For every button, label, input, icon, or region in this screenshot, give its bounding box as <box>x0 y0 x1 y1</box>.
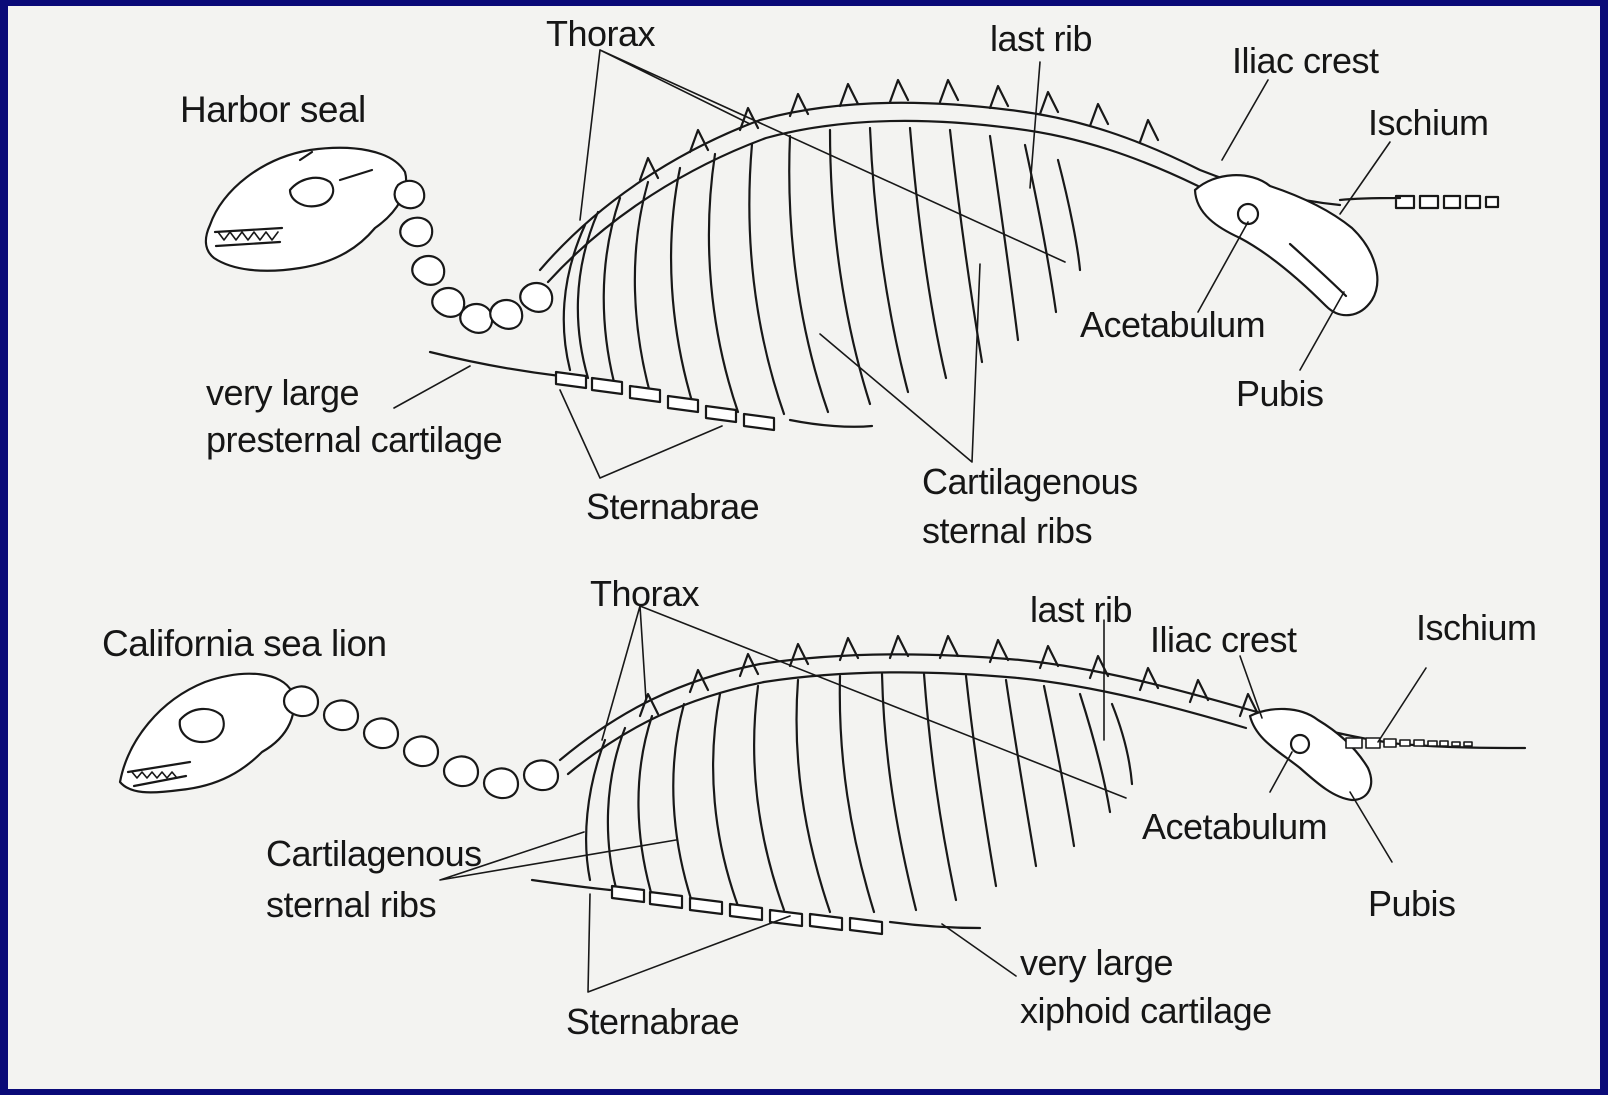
harbor-seal-ischium-label: Ischium <box>1368 103 1489 143</box>
sea-lion-sternabrae-label: Sternabrae <box>566 1002 739 1042</box>
sea-lion-xiphoid-cartilage <box>890 922 980 928</box>
harbor-seal-cart-ribs-label-line2: sternal ribs <box>922 511 1092 551</box>
sea-lion-sternum <box>532 880 882 934</box>
sea-lion-cart-ribs-label-line2: sternal ribs <box>266 885 436 925</box>
sea-lion-xiphoid-label-line1: very large <box>1020 943 1173 983</box>
sea-lion-thorax-label: Thorax <box>590 574 699 614</box>
harbor-seal-iliac-crest-label: Iliac crest <box>1232 41 1379 81</box>
sea-lion-pubis-label: Pubis <box>1368 884 1456 924</box>
harbor-seal-last-rib-label: last rib <box>990 19 1092 59</box>
sea-lion-last-rib-label: last rib <box>1030 590 1132 630</box>
sea-lion-leaders <box>440 606 1426 992</box>
harbor-seal-acetabulum-label: Acetabulum <box>1080 305 1265 345</box>
harbor-seal-pubis-label: Pubis <box>1236 374 1324 414</box>
figure-frame: Harbor seal Thorax last rib Iliac crest … <box>8 6 1600 1089</box>
sea-lion-pelvis <box>1250 709 1371 800</box>
sea-lion-cart-ribs-label-line1: Cartilagenous <box>266 834 482 874</box>
harbor-seal-presternal-cartilage <box>430 352 560 376</box>
sea-lion-title: California sea lion <box>102 624 387 664</box>
harbor-seal-presternal-label-line2: presternal cartilage <box>206 420 502 460</box>
harbor-seal-pelvis <box>1195 175 1377 315</box>
sea-lion-acetabulum-label: Acetabulum <box>1142 807 1327 847</box>
harbor-seal-thorax-label: Thorax <box>546 14 655 54</box>
sea-lion-ischium-label: Ischium <box>1416 608 1537 648</box>
sea-lion-skull <box>120 674 294 793</box>
harbor-seal-presternal-label-line1: very large <box>206 373 359 413</box>
harbor-seal-sternabrae-label: Sternabrae <box>586 487 759 527</box>
harbor-seal-cart-ribs-label-line1: Cartilagenous <box>922 462 1138 502</box>
harbor-seal-skull <box>206 148 406 271</box>
harbor-seal-title: Harbor seal <box>180 90 366 130</box>
sea-lion-xiphoid-label-line2: xiphoid cartilage <box>1020 991 1272 1031</box>
sea-lion-iliac-crest-label: Iliac crest <box>1150 620 1297 660</box>
skeleton-drawing <box>8 6 1600 1089</box>
